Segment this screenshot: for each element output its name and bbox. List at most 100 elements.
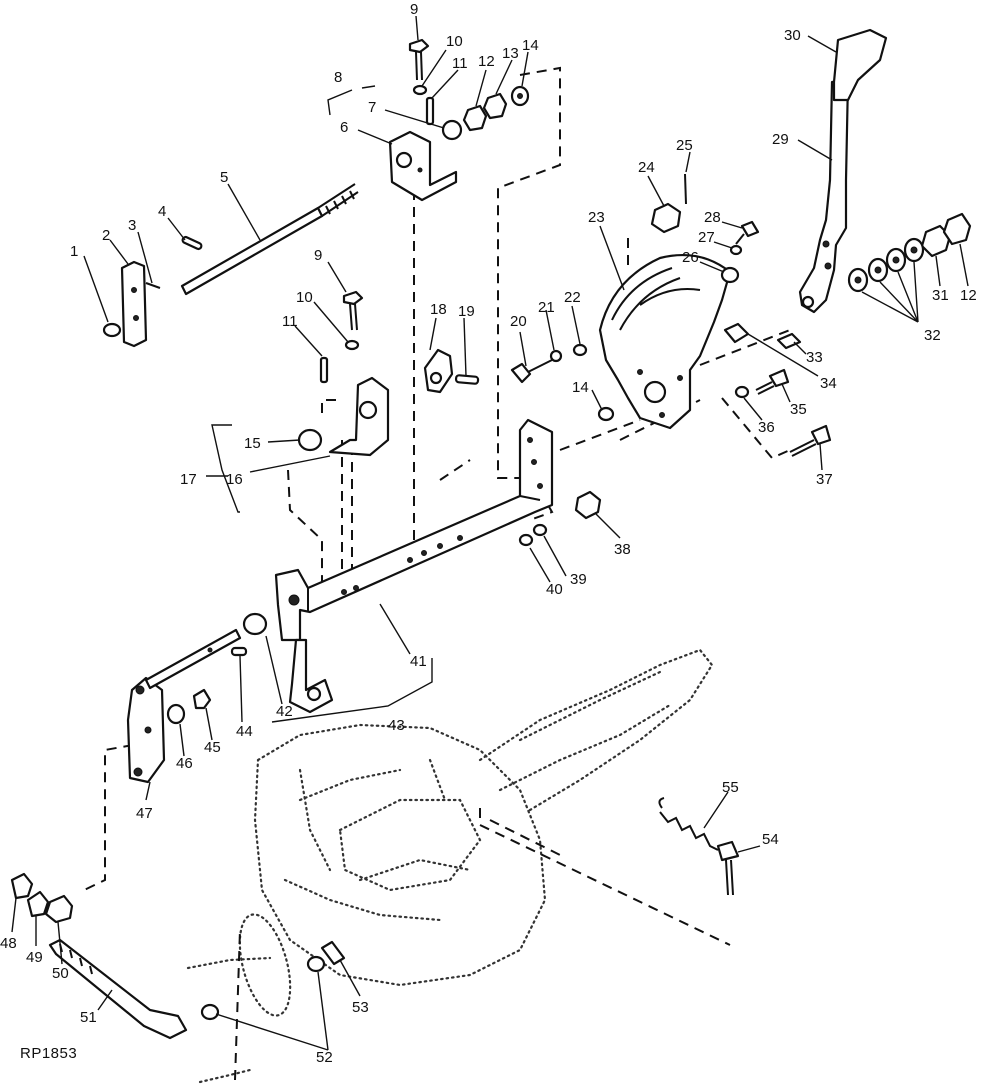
part-45-nut [192, 688, 212, 710]
part-34-nut [723, 322, 750, 344]
part-38-nut [574, 490, 602, 520]
callout-35: 35 [790, 401, 807, 418]
part-18-cam [423, 348, 454, 394]
callout-19: 19 [458, 303, 475, 320]
callout-13: 13 [502, 45, 519, 62]
callout-10: 10 [446, 33, 463, 50]
part-53-clip [320, 940, 346, 966]
callout-17: 17 [180, 471, 197, 488]
part-54-bolt [716, 840, 740, 862]
callout-46: 46 [176, 755, 193, 772]
part-15-bushing [297, 428, 323, 452]
part-21-nut [549, 349, 563, 363]
callout-9: 9 [410, 1, 418, 18]
callout-5: 5 [220, 169, 228, 186]
callout-14b: 14 [572, 379, 589, 396]
part-27-washer [729, 244, 743, 256]
callout-29: 29 [772, 131, 789, 148]
callout-4: 4 [158, 203, 166, 220]
part-48-nut [10, 872, 34, 900]
callout-37: 37 [816, 471, 833, 488]
callout-54: 54 [762, 831, 779, 848]
part-25-pin [684, 173, 687, 205]
part-36-washer [734, 385, 750, 399]
callout-20: 20 [510, 313, 527, 330]
part-44-pin [230, 646, 248, 657]
part-40-nut [518, 533, 534, 547]
figure-id: RP1853 [20, 1045, 77, 1062]
part-49-nut [26, 890, 50, 918]
callout-36: 36 [758, 419, 775, 436]
part-20-wing-bolt [510, 362, 532, 384]
callout-22: 22 [564, 289, 581, 306]
part-29-lever [798, 78, 850, 314]
part-52-washer [200, 1003, 220, 1021]
callout-18: 18 [430, 301, 447, 318]
leader-lines [11, 15, 969, 1051]
callout-15: 15 [244, 435, 261, 452]
callout-31: 31 [932, 287, 949, 304]
callout-45: 45 [204, 739, 221, 756]
callout-labels: 1 2 3 4 5 6 7 8 9 10 11 12 13 14 9 10 11… [0, 1, 977, 1066]
callout-40: 40 [546, 581, 563, 598]
part-51-rod [48, 938, 188, 1040]
callout-8: 8 [334, 69, 342, 86]
part-5-shaft [180, 206, 324, 296]
callout-43: 43 [388, 717, 405, 734]
callout-52: 52 [316, 1049, 333, 1066]
callout-50: 50 [52, 965, 69, 982]
callout-9b: 9 [314, 247, 322, 264]
callout-32: 32 [924, 327, 941, 344]
part-50-fitting [44, 894, 74, 924]
parts [10, 28, 972, 1040]
callout-24: 24 [638, 159, 655, 176]
part-13-nut [482, 92, 508, 120]
transmission-housing-outline [186, 648, 714, 1084]
part-22-washer [572, 343, 588, 357]
callout-1: 1 [70, 243, 78, 260]
callout-23: 23 [588, 209, 605, 226]
callout-41: 41 [410, 653, 427, 670]
callout-26: 26 [682, 249, 699, 266]
part-41-main-bracket [274, 418, 554, 642]
callout-16: 16 [226, 471, 243, 488]
part-7-bushing [441, 119, 463, 141]
callout-33: 33 [806, 349, 823, 366]
part-35-bolt [768, 368, 790, 388]
part-33-key [776, 332, 802, 350]
assembly-lines [79, 66, 791, 1081]
part-28-bolt [740, 220, 760, 238]
callout-21: 21 [538, 299, 555, 316]
callout-3: 3 [128, 217, 136, 234]
callout-30: 30 [784, 27, 801, 44]
part-23-quadrant [598, 254, 732, 430]
callout-2: 2 [102, 227, 110, 244]
callout-7: 7 [368, 99, 376, 116]
callout-53: 53 [352, 999, 369, 1016]
callout-11: 11 [452, 55, 468, 72]
callout-28: 28 [704, 209, 721, 226]
part-2-block [120, 260, 148, 348]
callout-12b: 12 [960, 287, 977, 304]
part-39-washer [532, 523, 548, 537]
callout-12: 12 [478, 53, 495, 70]
callout-47: 47 [136, 805, 153, 822]
part-11-pin [425, 96, 435, 126]
part-10-washer [412, 84, 428, 96]
part-30-knob [832, 28, 888, 102]
part-9-bolt [408, 38, 430, 54]
part-43-foot [288, 638, 334, 714]
part-24-bushing [650, 202, 682, 234]
part-9b-bolt [342, 290, 364, 306]
part-4-pin [181, 235, 203, 251]
callout-14: 14 [522, 37, 539, 54]
part-3-pin [145, 282, 161, 289]
part-6-bracket [388, 130, 458, 202]
callout-11b: 11 [282, 313, 298, 330]
part-19-pin [454, 374, 480, 385]
part-14b-washer [597, 406, 615, 422]
callout-27: 27 [698, 229, 715, 246]
part-32-washers [847, 237, 925, 293]
callout-49: 49 [26, 949, 43, 966]
